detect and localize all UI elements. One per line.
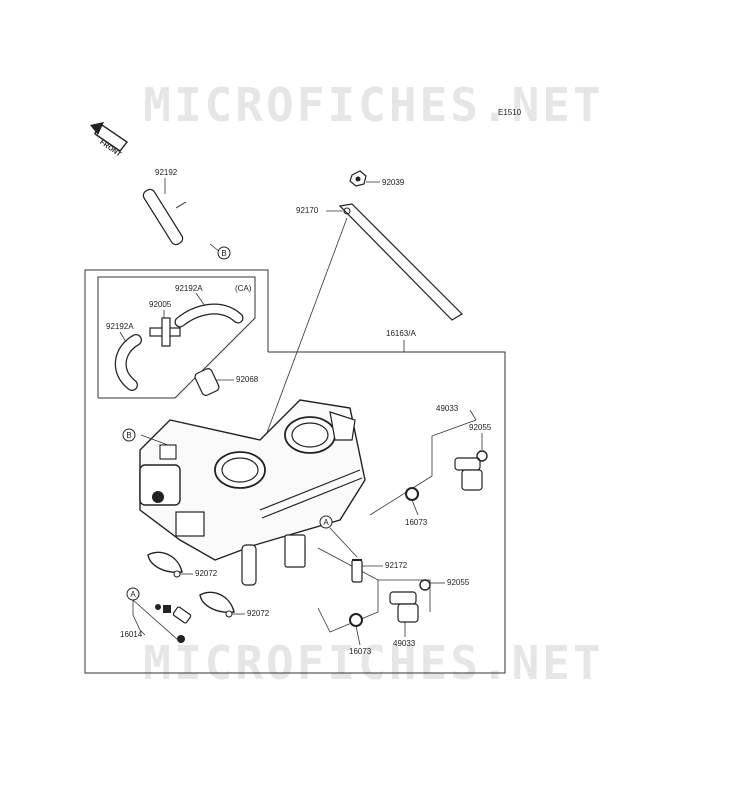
part-label-92170[interactable]: 92170 bbox=[296, 206, 319, 215]
ca-subframe bbox=[97, 276, 256, 399]
oring-92055-bottom-icon bbox=[419, 579, 431, 591]
part-label-49033-top[interactable]: 49033 bbox=[436, 404, 459, 413]
sensor-16014-icon bbox=[155, 604, 192, 643]
svg-text:B: B bbox=[126, 431, 131, 440]
front-arrow-icon bbox=[90, 122, 129, 152]
part-label-92072-a[interactable]: 92072 bbox=[195, 569, 218, 578]
part-label-92192a-top[interactable]: 92192A bbox=[175, 284, 203, 293]
cap-92068-icon bbox=[194, 368, 220, 396]
clamp-92072-upper-icon bbox=[147, 551, 183, 578]
hose-92192a-left-icon bbox=[114, 334, 142, 391]
part-label-92068[interactable]: 92068 bbox=[236, 375, 259, 384]
callout-b-body: B bbox=[122, 428, 136, 442]
watermark-top: MICROFICHES.NET bbox=[143, 78, 604, 132]
callout-a-sensor: A bbox=[126, 587, 140, 601]
callout-a-body: A bbox=[319, 515, 333, 529]
part-label-92055-bottom[interactable]: 92055 bbox=[447, 578, 470, 587]
part-label-92192[interactable]: 92192 bbox=[155, 168, 178, 177]
part-label-92055-top[interactable]: 92055 bbox=[469, 423, 492, 432]
part-label-92039[interactable]: 92039 bbox=[382, 178, 405, 187]
clamp-92072-lower-icon bbox=[199, 591, 235, 618]
strap-92170-icon bbox=[338, 203, 463, 321]
oring-92055-top-icon bbox=[476, 450, 488, 462]
svg-text:A: A bbox=[323, 518, 329, 527]
watermark-bottom: MICROFICHES.NET bbox=[143, 636, 604, 690]
injector-49033-bottom-icon bbox=[389, 591, 419, 623]
hose-92192a-top-icon bbox=[174, 303, 244, 328]
hose-92192-icon bbox=[142, 188, 187, 246]
injector-49033-top-icon bbox=[454, 457, 483, 491]
part-label-16163a[interactable]: 16163/A bbox=[386, 329, 416, 338]
part-label-16073-bottom[interactable]: 16073 bbox=[349, 647, 372, 656]
variant-note: (CA) bbox=[235, 284, 252, 293]
bolt-92039-icon bbox=[349, 170, 380, 187]
throttle-body-icon bbox=[139, 399, 366, 586]
diagram-code: E1510 bbox=[498, 108, 522, 117]
part-label-92192a-left[interactable]: 92192A bbox=[106, 322, 134, 331]
assembly-frame bbox=[84, 269, 506, 674]
part-label-92072-b[interactable]: 92072 bbox=[247, 609, 270, 618]
svg-text:A: A bbox=[130, 590, 136, 599]
part-label-49033-bottom[interactable]: 49033 bbox=[393, 639, 416, 648]
svg-text:B: B bbox=[221, 249, 226, 258]
seal-16073-top-icon bbox=[405, 487, 419, 501]
part-label-92005[interactable]: 92005 bbox=[149, 300, 172, 309]
screw-92172-icon bbox=[351, 559, 363, 583]
part-label-16073-top[interactable]: 16073 bbox=[405, 518, 428, 527]
joint-92005-icon bbox=[149, 317, 181, 347]
callout-b-top: B bbox=[217, 246, 231, 260]
part-label-16014[interactable]: 16014 bbox=[120, 630, 143, 639]
part-label-92172[interactable]: 92172 bbox=[385, 561, 408, 570]
seal-16073-bottom-icon bbox=[349, 613, 363, 627]
